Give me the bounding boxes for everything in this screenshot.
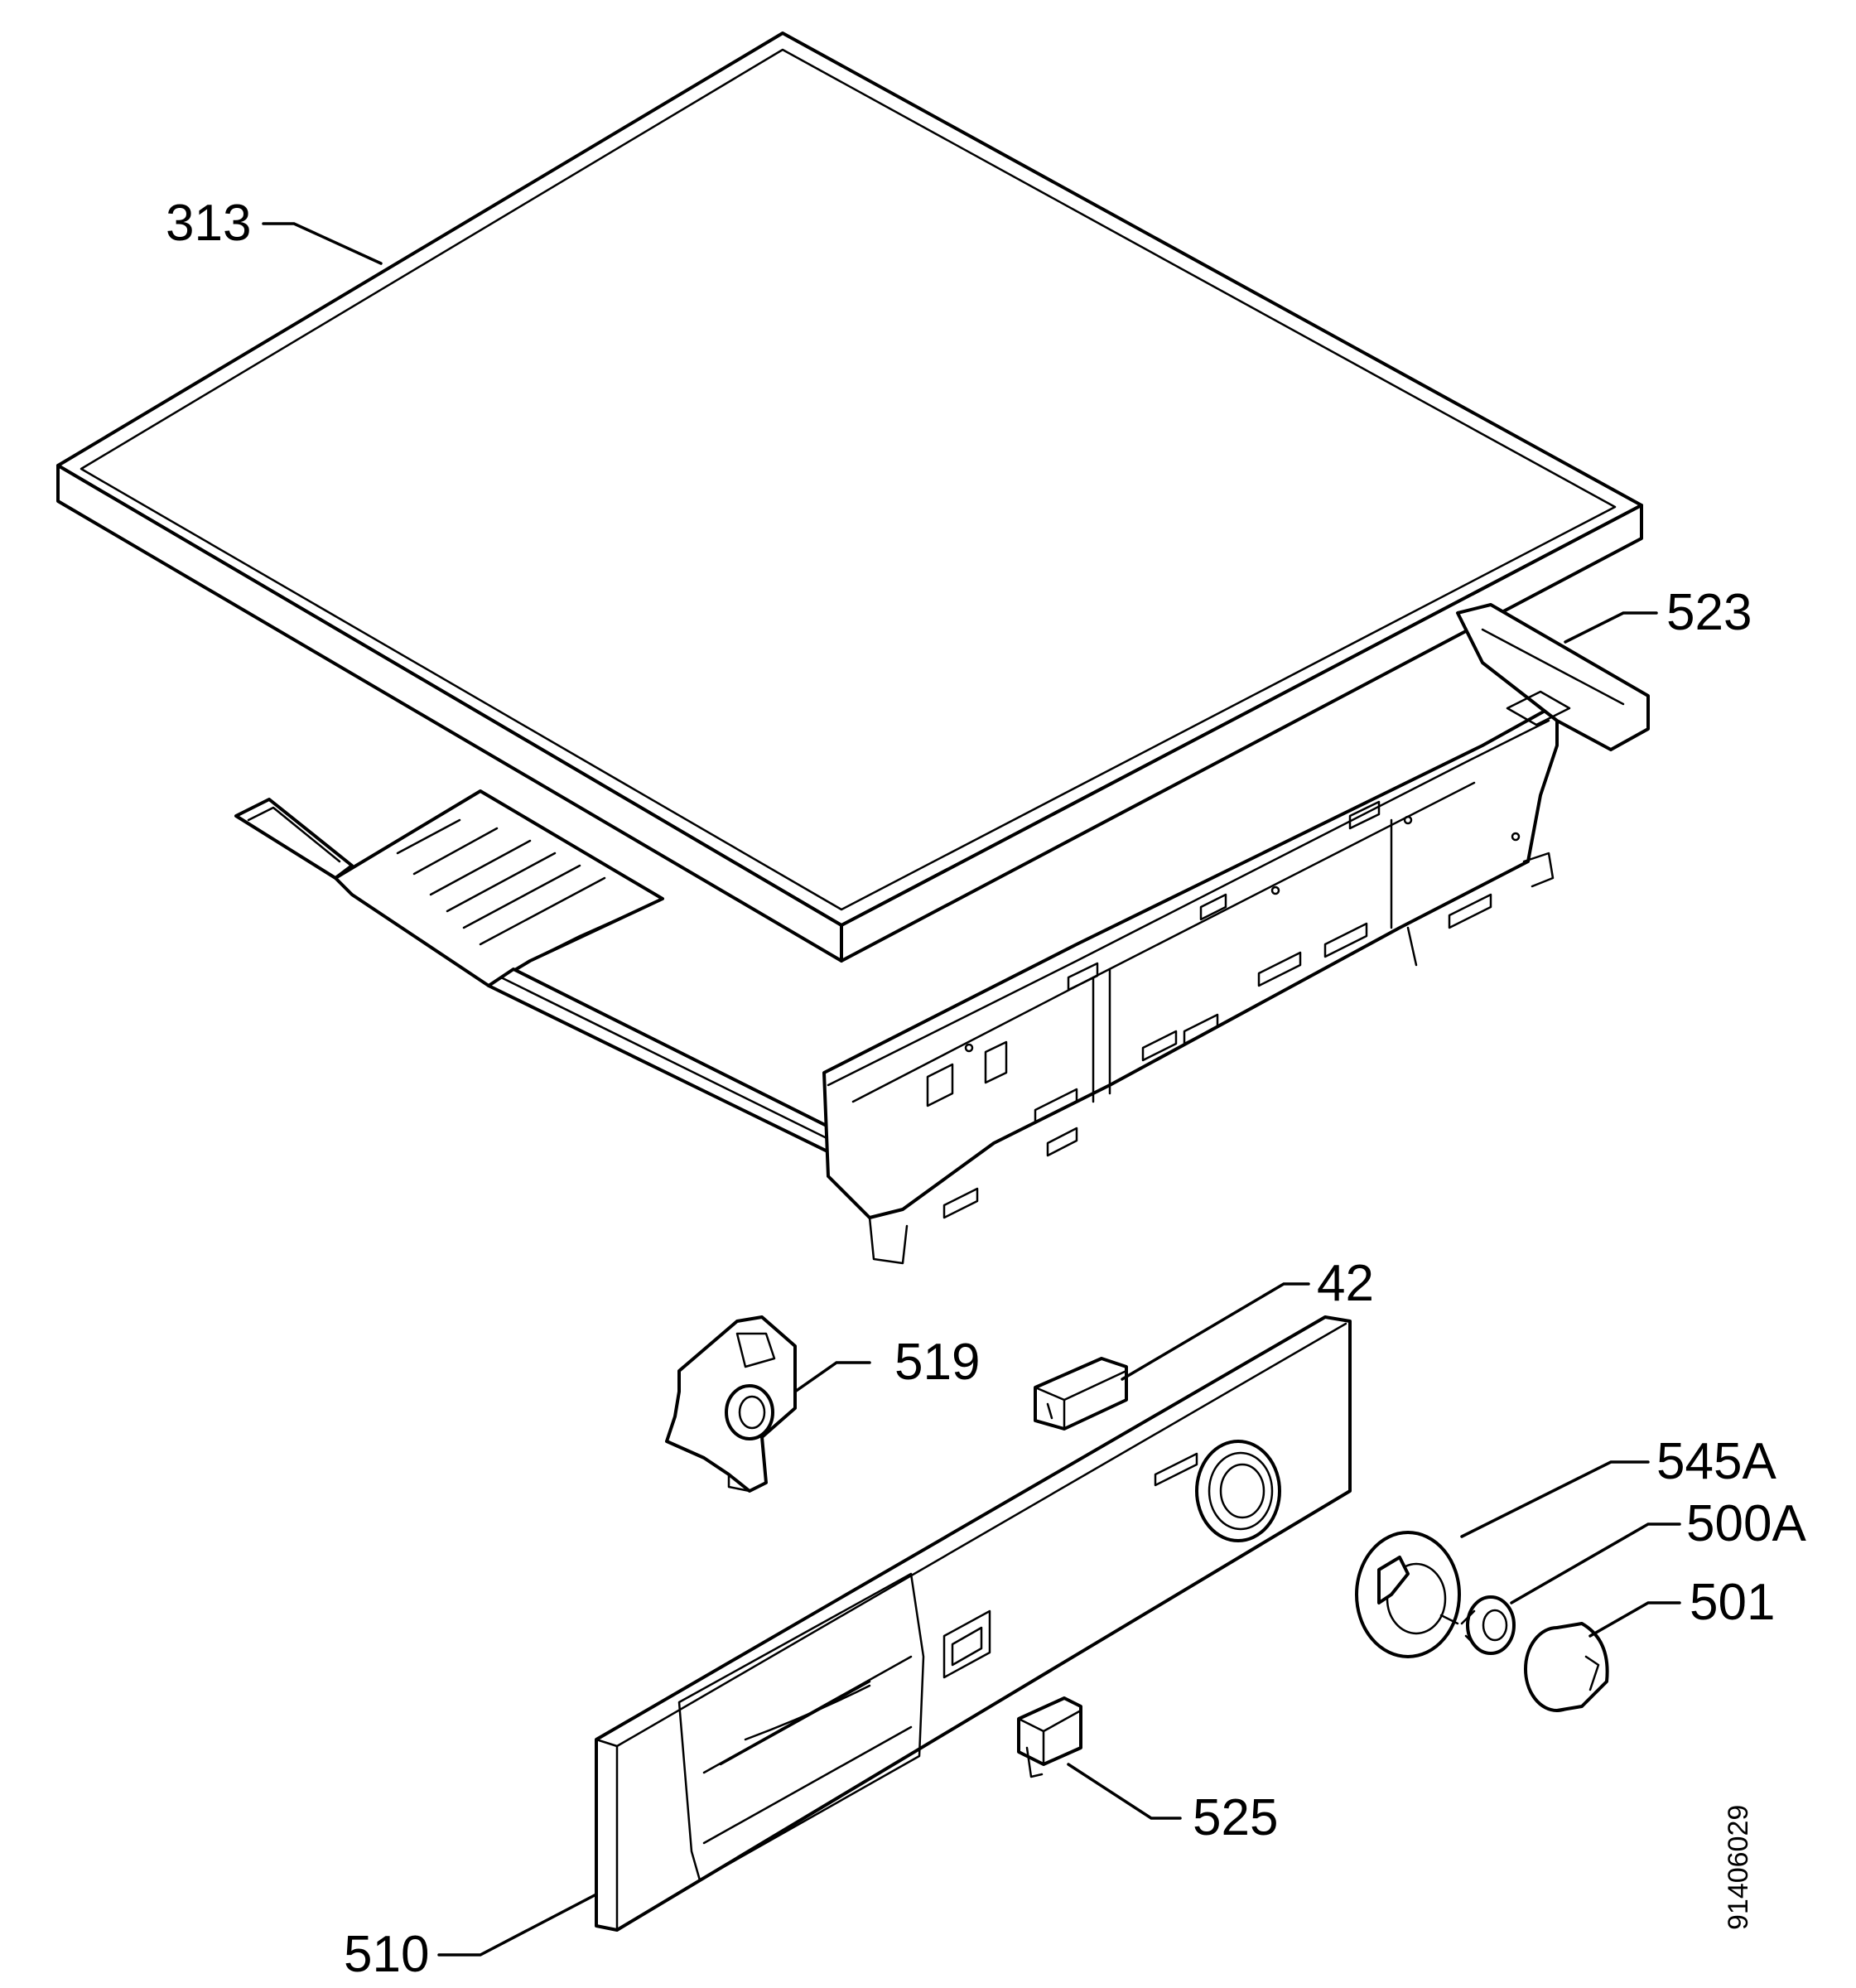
callout-labels: 313 523 42 519 545A 500A 501 525 510 [166, 195, 1806, 1983]
callout-525: 525 [1193, 1789, 1278, 1846]
part-313-top-cover [56, 31, 1643, 963]
part-501-knob [1524, 1622, 1609, 1712]
leader-500a [1510, 1522, 1681, 1604]
part-500a-adapter [1460, 1595, 1516, 1655]
callout-501: 501 [1690, 1574, 1775, 1631]
callout-545a: 545A [1656, 1433, 1776, 1490]
leader-545a [1460, 1460, 1650, 1538]
part-545a-flange [1355, 1531, 1461, 1658]
callout-519: 519 [894, 1334, 980, 1391]
leader-523 [1564, 611, 1658, 644]
part-519-bracket [665, 1315, 797, 1493]
leader-501 [1588, 1601, 1681, 1638]
part-525-switch [1017, 1696, 1082, 1778]
part-523-control-frame [234, 603, 1650, 1265]
leader-lines [262, 222, 1681, 1957]
leader-519 [793, 1361, 871, 1393]
part-42-switch [1034, 1357, 1128, 1431]
callout-42: 42 [1317, 1255, 1374, 1312]
callout-523: 523 [1666, 584, 1752, 641]
part-510-front-panel [595, 1315, 1352, 1932]
callout-500a: 500A [1686, 1495, 1806, 1552]
callout-313: 313 [166, 195, 251, 252]
leader-42 [1121, 1282, 1310, 1381]
leader-510 [437, 1894, 596, 1957]
leader-313 [262, 222, 383, 265]
drawing-number: 91406029 [1723, 1805, 1754, 1930]
leader-525 [1067, 1763, 1182, 1820]
callout-510: 510 [344, 1926, 429, 1983]
